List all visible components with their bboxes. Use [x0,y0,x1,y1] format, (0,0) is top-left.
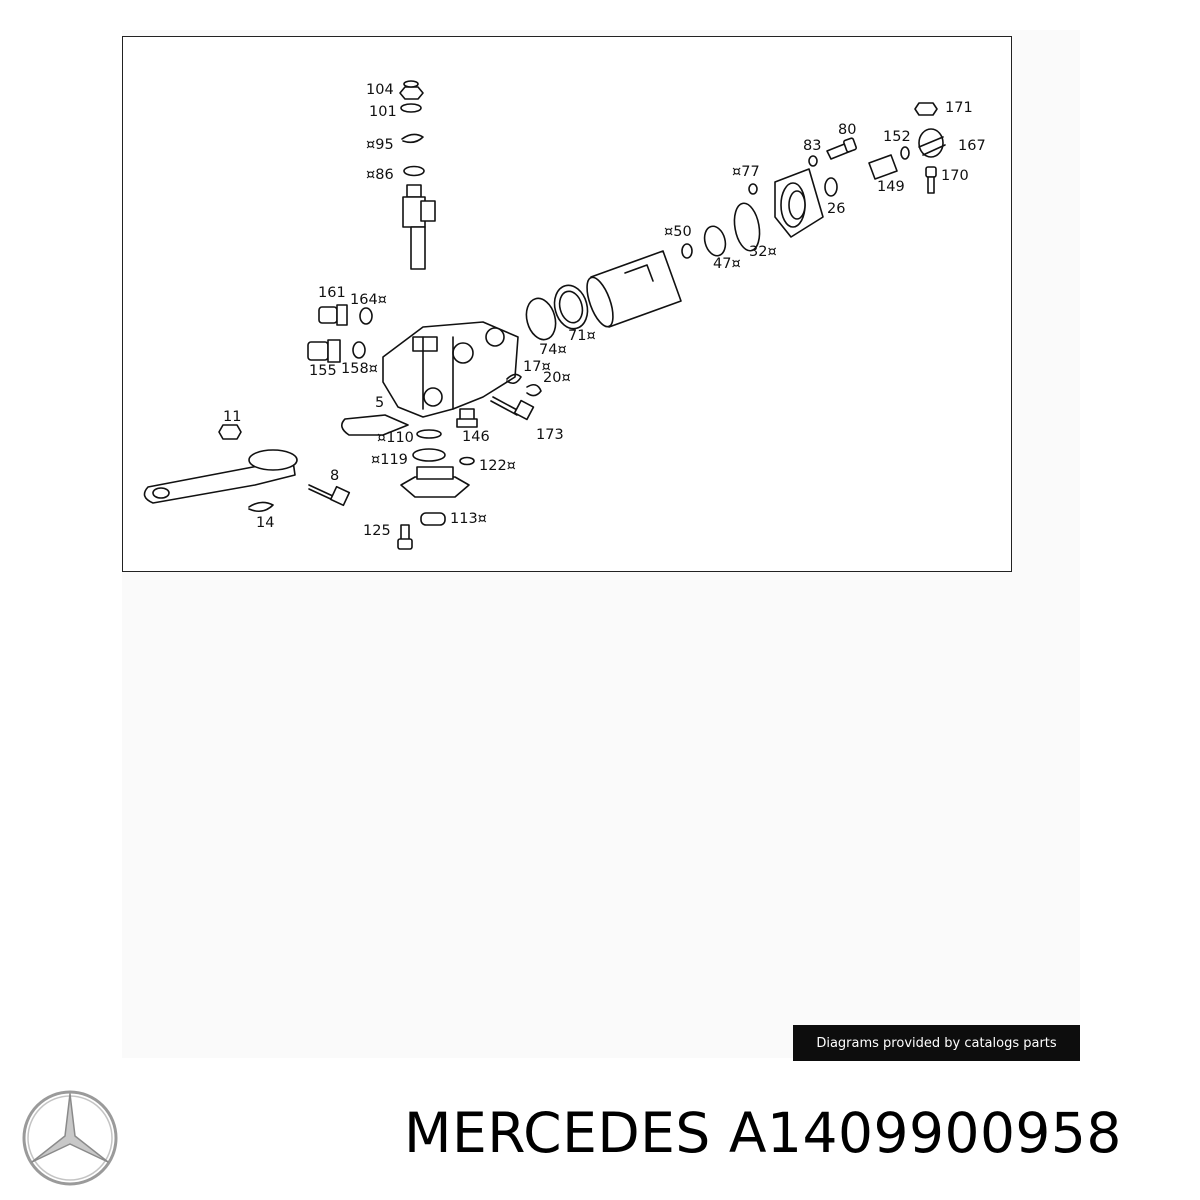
bolt-170-drawing [925,166,937,194]
part-label: 164¤ [350,292,387,308]
part-label: 122¤ [479,458,516,474]
ring-152-drawing [900,146,910,160]
part-label: 152 [883,129,911,145]
ring-50-drawing [681,243,693,259]
part-label: 11 [223,409,241,425]
coupling-167-drawing [918,128,946,158]
part-label: 104 [366,82,394,98]
brand-name: MERCEDES [404,1101,711,1165]
piston-drawing [586,250,682,328]
part-label: 113¤ [450,511,487,527]
part-label: 20¤ [543,370,571,386]
fitting-161-drawing [318,304,373,326]
part-label: 47¤ [713,256,741,272]
ring-119-drawing [412,448,446,462]
part-label: 14 [256,515,274,531]
end-cover-drawing [774,168,824,238]
part-label: 155 [309,363,337,379]
part-label: ¤95 [366,137,394,153]
ring-110-drawing [416,429,442,439]
part-label: 167 [958,138,986,154]
washer-83-drawing [808,155,818,167]
washer-77-drawing [748,183,758,195]
part-label: 5 [375,395,384,411]
bolt-173-drawing [490,396,535,421]
ring-95-drawing [401,133,424,144]
nut-11-drawing [218,424,242,440]
part-label: 158¤ [341,361,378,377]
part-label: 71¤ [568,328,596,344]
washer-122-drawing [459,456,475,466]
ring-47-drawing [703,225,727,257]
part-label: 26 [827,201,845,217]
ring-71-drawing [553,284,589,330]
bolt-8-drawing [308,484,351,507]
part-label: ¤119 [371,452,408,468]
part-label: 80 [838,122,856,138]
ring-26-drawing [824,177,838,197]
adjuster-149-drawing [868,154,898,180]
part-label: 32¤ [749,244,777,260]
part-number: A1409900958 [728,1101,1122,1165]
steering-gear-housing-drawing [382,321,519,418]
cover-drawing [400,466,470,498]
part-label: 171 [945,100,973,116]
nut-171-drawing [914,102,938,116]
bolt-80-drawing [826,137,857,160]
part-label: 149 [877,179,905,195]
clip-20-drawing [526,383,542,397]
part-label: ¤110 [377,430,414,446]
part-label: 74¤ [539,342,567,358]
clip-17-drawing [506,373,522,385]
plug-146-drawing [456,408,478,428]
part-drawings [143,80,946,550]
washer-14-drawing [248,501,274,513]
pitman-arm-5-drawing [341,414,409,436]
part-label: 161 [318,285,346,301]
washer-101-drawing [400,103,422,113]
part-label: 170 [941,168,969,184]
fitting-155-drawing [307,339,366,363]
seal-86-drawing [403,165,425,177]
part-label: ¤50 [664,224,692,240]
shaft-drawing [402,184,436,270]
drag-link-drawing [143,449,298,504]
part-label: 125 [363,523,391,539]
part-label: ¤77 [732,164,760,180]
diagram-credit: Diagrams provided by catalogs parts [793,1025,1080,1061]
part-label: 146 [462,429,490,445]
ring-74-drawing [525,297,557,341]
nut-104-drawing [399,80,424,100]
mercedes-star-icon [22,1090,118,1186]
part-label: 17¤ [523,359,551,375]
part-label: 83 [803,138,821,154]
part-label: ¤86 [366,167,394,183]
seal-113-drawing [420,512,446,526]
ring-32-drawing [733,202,761,252]
bolt-125-drawing [397,524,413,550]
part-label: 101 [369,104,397,120]
part-label: 173 [536,427,564,443]
part-label: 8 [330,468,339,484]
